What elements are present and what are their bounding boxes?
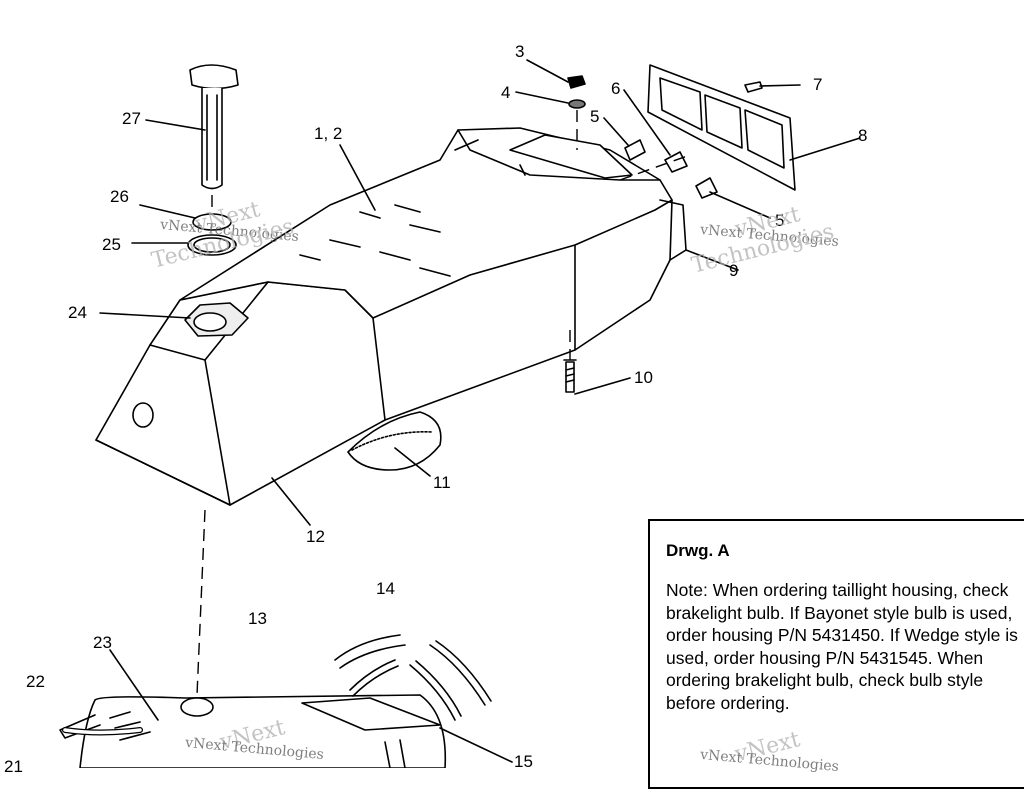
taillight-lens — [647, 64, 796, 191]
callout-27: 27 — [122, 109, 141, 128]
callout-5-lower: 5 — [775, 211, 785, 230]
callout-11: 11 — [433, 473, 451, 492]
callout-4: 4 — [501, 83, 511, 102]
callout-10: 10 — [634, 368, 653, 387]
callout-15: 15 — [514, 752, 533, 771]
ring-11 — [347, 411, 442, 471]
fuel-cap — [189, 64, 239, 90]
callout-5-upper: 5 — [590, 107, 600, 126]
callout-21: 21 — [4, 757, 23, 776]
callout-13: 13 — [248, 609, 267, 628]
callout-12: 12 — [306, 527, 325, 546]
callout-6: 6 — [611, 79, 621, 98]
callout-24: 24 — [68, 303, 87, 322]
callout-8: 8 — [858, 126, 868, 145]
callout-9: 9 — [729, 261, 739, 280]
callout-25: 25 — [102, 235, 121, 254]
tail-window — [509, 134, 633, 179]
callout-26: 26 — [110, 187, 129, 206]
callout-3: 3 — [515, 42, 525, 61]
callout-7: 7 — [813, 75, 823, 94]
note-text: Note: When ordering taillight housing, c… — [666, 580, 1018, 713]
note-box: Drwg. A Note: When ordering taillight ho… — [648, 519, 1024, 789]
callout-23: 23 — [93, 633, 112, 652]
callout-1-2: 1, 2 — [314, 124, 343, 143]
parts-exploded-diagram — [59, 59, 861, 768]
note-title: Drwg. A — [666, 541, 730, 560]
callout-22: 22 — [26, 672, 45, 691]
callout-14: 14 — [376, 579, 395, 598]
